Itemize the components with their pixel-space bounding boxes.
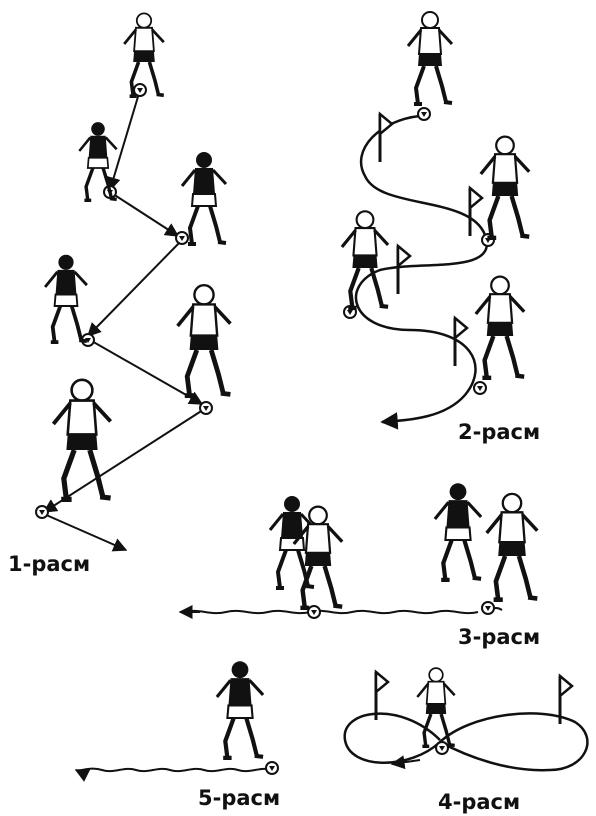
fig5-wavy-path [76,769,272,772]
player-figure [435,483,481,580]
figure-5-caption: 5-расм [198,786,280,810]
ball-icon [200,402,212,414]
ball-icon [418,108,430,120]
player-figure [487,494,538,600]
player-figure [342,211,388,308]
player-figure [476,277,524,378]
figure-4-caption: 4-расм [438,790,520,814]
ball-icon [474,382,486,394]
figure-2-slalom-drill [342,12,529,422]
player-figure [53,380,110,500]
ball-icon [308,606,320,618]
player-figure [45,255,87,342]
flag-icon [380,114,392,162]
player-figure [481,137,529,238]
player-figure [408,12,452,104]
player-figure [178,285,231,395]
fig2-dribble-path [356,116,487,422]
figure-3-tackle-drill [180,483,537,618]
ball-icon [36,506,48,518]
ball-icon [266,762,278,774]
figure-2-caption: 2-расм [458,420,540,444]
fig3-wavy-path [184,608,502,613]
figure-3-caption: 3-расм [458,625,540,649]
player-figure [217,661,263,758]
figure-4-figure-eight-drill [345,668,588,770]
figure-5-straight-dribble [76,661,278,774]
fig4-figure-eight-path [345,713,588,770]
ball-icon [176,232,188,244]
flag-icon [470,188,482,236]
flag-icon [398,246,410,294]
figure-1-passing-drill [36,13,230,550]
figure-1-caption: 1-расм [8,552,90,576]
player-figure [124,13,164,96]
player-figure [182,152,226,244]
ball-icon [482,602,494,614]
ball-icon [436,742,448,754]
ball-icon [134,84,146,96]
